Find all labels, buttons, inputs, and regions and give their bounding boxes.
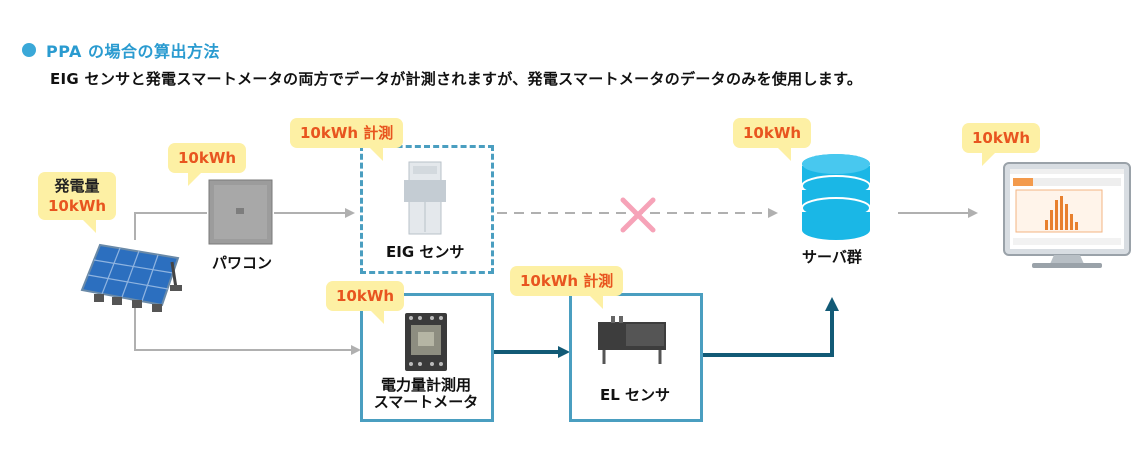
el-sensor-device-icon xyxy=(598,316,666,364)
el-sensor-label: EL センサ xyxy=(600,386,671,404)
smartmeter-label-line1: 電力量計測用 xyxy=(380,376,471,394)
monitor-bubble: 10kWh xyxy=(962,123,1041,166)
smart-meter-icon xyxy=(405,313,447,371)
eig-bubble: 10kWh 計測 xyxy=(290,118,404,161)
solar-panel-icon xyxy=(80,243,182,312)
el-sensor-box xyxy=(569,293,703,422)
section-heading: PPA の場合の算出方法 xyxy=(22,38,220,62)
subtitle-text: EIG センサと発電スマートメータの両方でデータが計測されますが、発電スマートメ… xyxy=(50,70,863,88)
generation-bubble-line1: 発電量 xyxy=(54,177,100,195)
flow-solar-to-smartmeter xyxy=(134,298,361,355)
el-bubble: 10kWh 計測 xyxy=(510,266,624,309)
generation-bubble-line2: 10kWh xyxy=(48,197,107,215)
circle-bullet-icon xyxy=(22,43,36,57)
flow-el-to-server xyxy=(699,297,839,357)
flow-solar-to-pcs xyxy=(134,212,207,240)
server-bubble: 10kWh xyxy=(733,118,812,161)
server-label: サーバ群 xyxy=(802,248,862,266)
generation-bubble: 発電量 10kWh xyxy=(38,172,117,233)
smartmeter-label-line2: スマートメータ xyxy=(373,393,479,411)
smartmeter-label: 電力量計測用 スマートメータ xyxy=(362,377,490,411)
smartmeter-bubble: 10kWh xyxy=(326,281,405,324)
cross-mark-icon xyxy=(620,197,656,233)
power-conditioner-icon xyxy=(208,179,273,245)
database-icon xyxy=(801,154,871,240)
heading-text: PPA の場合の算出方法 xyxy=(46,42,220,61)
eig-sensor-label: EIG センサ xyxy=(386,243,465,261)
eig-sensor-device-icon xyxy=(404,161,446,235)
monitor-dashboard-icon xyxy=(1003,162,1131,268)
pcs-bubble: 10kWh xyxy=(168,143,247,186)
pcs-label: パワコン xyxy=(212,254,273,272)
